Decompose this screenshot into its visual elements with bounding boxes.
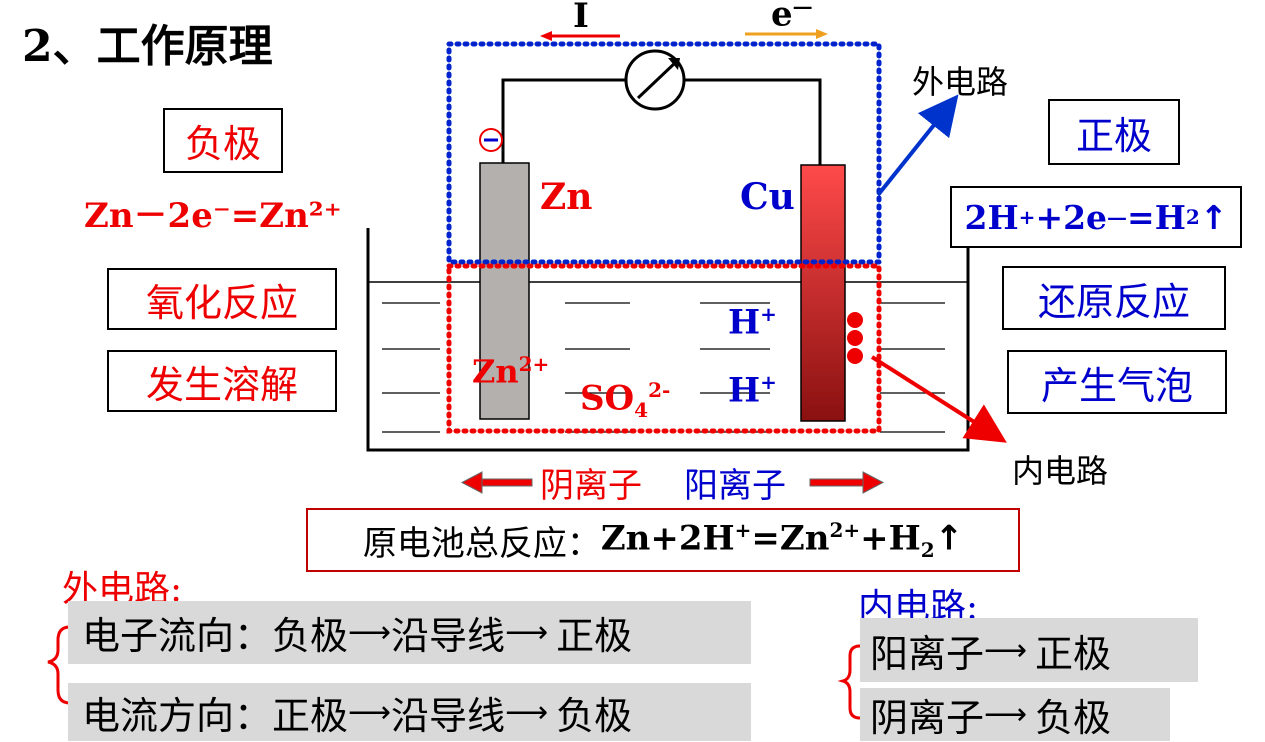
zn-label: Zn xyxy=(540,176,593,218)
bubbles-box: 产生气泡 xyxy=(1007,350,1227,414)
external-brace xyxy=(47,625,71,705)
gas-arrow: ↑ xyxy=(934,518,964,559)
total-reaction-label: 原电池总反应： xyxy=(362,523,601,564)
external-circuit-label: 外电路 xyxy=(912,63,1009,101)
internal-circuit-region xyxy=(446,263,882,434)
electron-flow-from: 负极 xyxy=(272,614,349,658)
total-eq-part: Zn+2H xyxy=(600,518,735,559)
negative-electrode-box: 负极 xyxy=(163,108,283,173)
h-ion-label-2: H+ xyxy=(728,370,777,410)
anion-label: 阴离子 xyxy=(540,466,642,506)
right-arrow-icon: ⟶ xyxy=(505,694,549,730)
dissolve-text: 发生溶解 xyxy=(145,362,298,407)
total-eq-part: =Zn xyxy=(751,518,830,559)
negative-electrode-text: 负极 xyxy=(184,122,261,166)
positive-eq-sup: + xyxy=(1018,205,1036,229)
external-circuit-pointer xyxy=(876,94,959,197)
gas-bubbles xyxy=(847,312,863,364)
dissolve-box: 发生溶解 xyxy=(107,350,337,412)
reduction-box: 还原反应 xyxy=(1002,266,1226,330)
anion-flow-ion: 阴离子 xyxy=(870,696,985,740)
cation-flow-to: 正极 xyxy=(1035,631,1112,676)
anion-flow-to: 负极 xyxy=(1035,696,1112,740)
positive-electrode-box: 正极 xyxy=(1048,99,1180,165)
right-arrow-icon: ⟶ xyxy=(984,697,1028,732)
current-flow-to: 负极 xyxy=(556,693,633,738)
zn-ion-symbol: Zn xyxy=(472,352,519,391)
sulfate-symbol: SO xyxy=(580,378,635,419)
h-ion-charge: + xyxy=(760,370,777,394)
electron-flow-row: 电子流向： 负极 ⟶ 沿导线 ⟶ 正极 xyxy=(68,601,751,664)
zn-ion-label: Zn2+ xyxy=(472,352,549,391)
current-label: I xyxy=(573,0,589,36)
beaker xyxy=(366,228,970,452)
cation-migration-arrow xyxy=(809,471,885,494)
gas-arrow: ↑ xyxy=(1199,197,1228,237)
cation-flow-row: 阳离子 ⟶ 正极 xyxy=(860,618,1198,682)
wire xyxy=(501,78,822,165)
electron-charge: — xyxy=(792,0,813,18)
sulfate-sub: 4 xyxy=(634,398,649,423)
right-arrow-icon: ⟶ xyxy=(348,694,392,730)
negative-equation: Zn－2e⁻=Zn²⁺ xyxy=(84,196,342,236)
oxidation-box: 氧化反应 xyxy=(107,268,337,330)
electron-flow-to: 正极 xyxy=(556,614,633,658)
electron-symbol: e xyxy=(771,0,793,35)
h-ion-charge: + xyxy=(760,302,777,326)
positive-eq-part: =H xyxy=(1127,197,1186,237)
cu-electrode xyxy=(800,164,846,422)
cation-flow-ion: 阳离子 xyxy=(870,631,985,676)
internal-circuit-label: 内电路 xyxy=(1012,452,1109,490)
electron-label: e— xyxy=(771,0,813,34)
electron-flow-via: 沿导线 xyxy=(391,614,506,658)
bubbles-text: 产生气泡 xyxy=(1040,363,1193,408)
current-flow-from: 正极 xyxy=(272,693,349,738)
total-eq-sub: 2 xyxy=(920,538,935,563)
positive-eq-sup: — xyxy=(1107,205,1128,229)
reduction-text: 还原反应 xyxy=(1037,279,1190,324)
positive-eq-part: +2e xyxy=(1035,197,1108,237)
internal-brace xyxy=(837,644,861,720)
internal-circuit-pointer xyxy=(870,355,1007,443)
zn-ion-charge: 2+ xyxy=(518,352,550,376)
total-eq-sup: 2+ xyxy=(829,517,861,542)
anion-flow-row: 阴离子 ⟶ 负极 xyxy=(860,688,1170,741)
cu-label: Cu xyxy=(740,176,795,218)
external-circuit-region xyxy=(446,41,882,265)
positive-eq-part: 2H xyxy=(964,197,1019,237)
positive-electrode-text: 正极 xyxy=(1075,113,1152,158)
sulfate-ion-label: SO42- xyxy=(580,378,670,422)
oxidation-text: 氧化反应 xyxy=(145,280,298,325)
current-flow-row: 电流方向： 正极 ⟶ 沿导线 ⟶ 负极 xyxy=(68,683,751,741)
current-flow-label: 电流方向： xyxy=(82,693,273,738)
zn-electrode xyxy=(479,162,530,420)
positive-eq-sub: 2 xyxy=(1185,205,1200,229)
right-arrow-icon: ⟶ xyxy=(348,615,392,650)
total-reaction-equation: Zn+2H+=Zn2++H2↑ xyxy=(601,518,963,562)
h-ion-symbol: H xyxy=(728,370,761,411)
total-reaction-box: 原电池总反应： Zn+2H+=Zn2++H2↑ xyxy=(306,508,1020,572)
total-eq-part: +H xyxy=(860,518,921,559)
sulfate-charge: 2- xyxy=(648,378,671,402)
page-title: 2、工作原理 xyxy=(22,21,273,72)
h-ion-symbol: H xyxy=(728,302,761,343)
current-flow-via: 沿导线 xyxy=(391,693,506,738)
right-arrow-icon: ⟶ xyxy=(984,632,1028,668)
total-eq-sup: + xyxy=(734,517,752,542)
electron-flow-label: 电子流向： xyxy=(82,614,273,658)
anion-migration-arrow xyxy=(460,471,533,494)
h-ion-label-1: H+ xyxy=(728,302,777,342)
cation-label: 阳离子 xyxy=(684,466,786,506)
right-arrow-icon: ⟶ xyxy=(505,615,549,650)
